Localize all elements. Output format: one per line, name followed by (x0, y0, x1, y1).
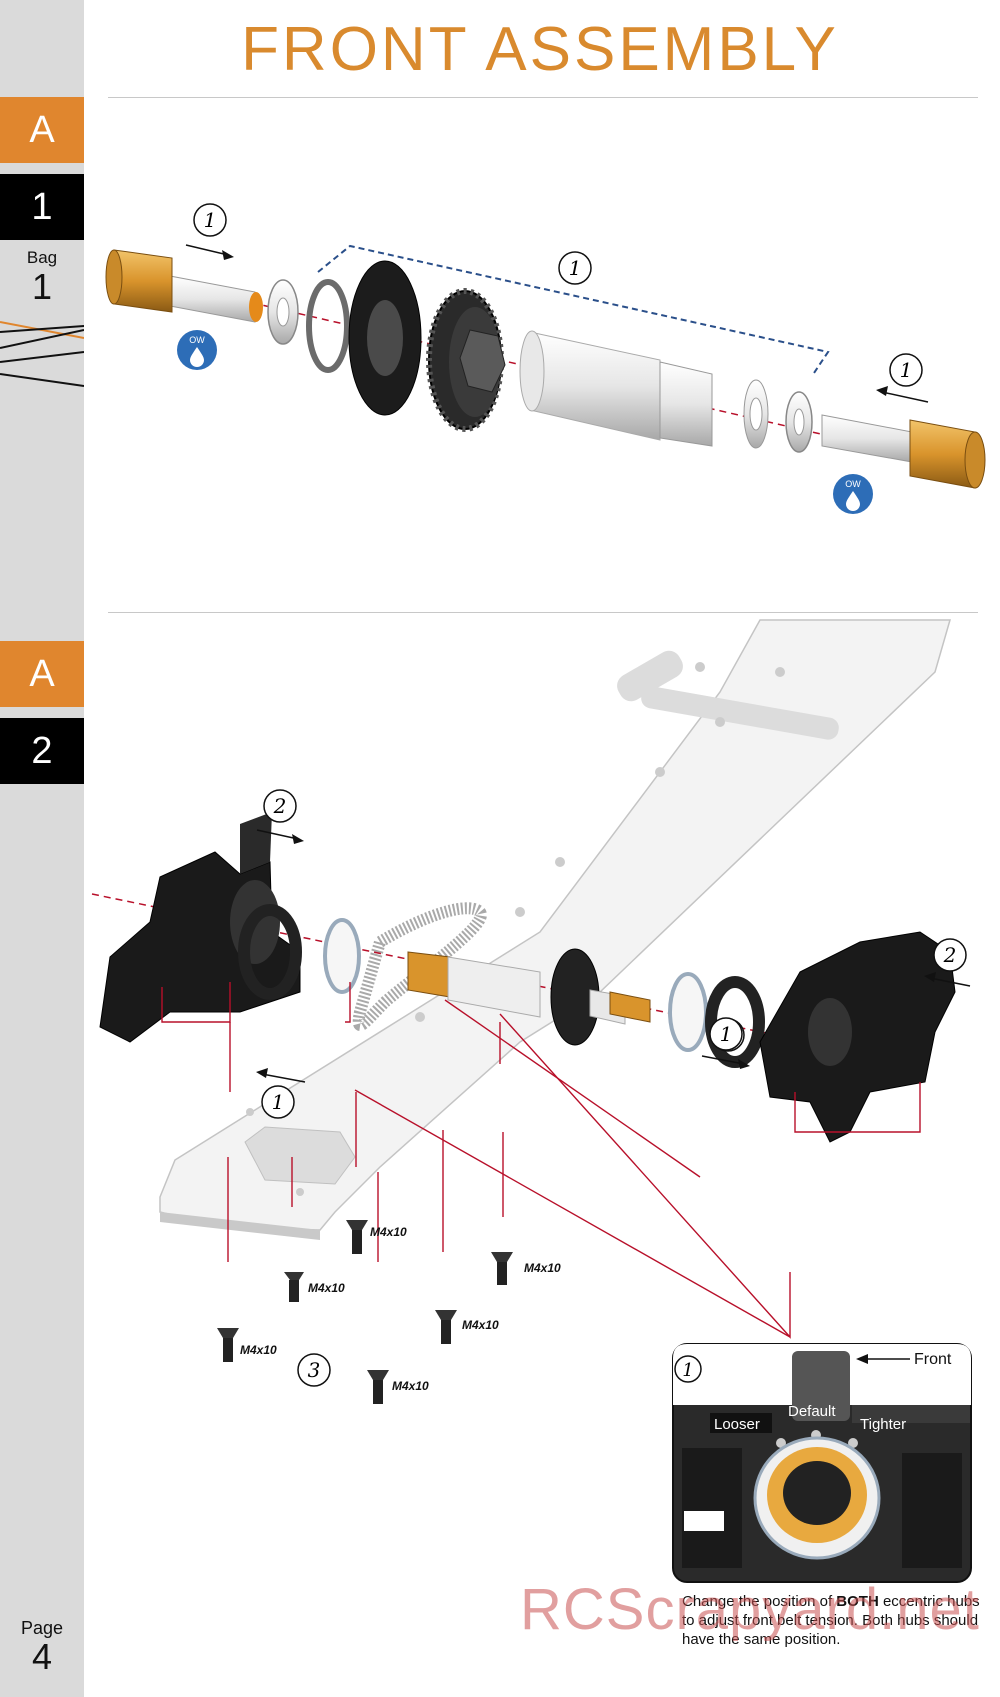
callout-right-block: 2 (924, 938, 971, 987)
front-pulley (426, 288, 506, 432)
screw-label: M4x10 (370, 1225, 407, 1239)
chassis-plate (159, 619, 951, 1240)
front-label: Front (914, 1351, 952, 1368)
left-bearing (323, 918, 361, 994)
screw-label: M4x10 (462, 1318, 499, 1332)
bag-number: 1 (31, 266, 53, 307)
svg-text:2: 2 (273, 794, 287, 818)
left-eccentric-hub (238, 904, 302, 1000)
svg-text:OW: OW (845, 479, 861, 489)
screw-label: M4x10 (524, 1261, 561, 1275)
oil-drop-icon: OW (177, 330, 217, 370)
screw-icon (435, 1310, 457, 1344)
assembly-guide-lines (161, 982, 921, 1339)
svg-text:1: 1 (569, 256, 582, 280)
bag-decor-lines (0, 321, 84, 387)
callout-left-tube: 1 (185, 203, 234, 260)
callout-right-hub-number: 1 (701, 1017, 750, 1069)
left-outdrive-cup (105, 249, 263, 323)
o-ring (306, 279, 350, 373)
watermark-text: RCScrapyard.net (520, 1577, 980, 1642)
section-divider (108, 612, 978, 613)
tighter-label: Tighter (860, 1416, 906, 1433)
inset-number: 1 (682, 1360, 693, 1381)
oil-drop-icon: OW (833, 474, 873, 514)
svg-text:1: 1 (272, 1090, 285, 1114)
screw-icon (491, 1252, 513, 1285)
inset-number-circle (674, 1355, 702, 1383)
svg-text:OW: OW (189, 335, 205, 345)
group-bracket (317, 244, 830, 377)
svg-text:1: 1 (204, 208, 217, 232)
svg-text:3: 3 (308, 1358, 321, 1382)
svg-text:1: 1 (720, 1022, 733, 1046)
screw-icon (217, 1328, 239, 1362)
step2-letter-badge: A (0, 641, 84, 707)
step1-number-badge: 1 (0, 174, 84, 240)
screw-icon (367, 1370, 389, 1404)
sidebar: A 1 Bag 1 A 2 Page 4 (0, 0, 84, 1697)
installed-differential (407, 948, 651, 1046)
page-number: 4 (31, 1636, 53, 1677)
step2-number-badge: 2 (0, 718, 84, 784)
step1-letter-badge: A (0, 97, 84, 163)
svg-text:2: 2 (943, 943, 957, 967)
page-label: Page (20, 1618, 64, 1638)
step2-chassis-diagram: M4x10 M4x10 M4x10 M4x10 M4x10 M4x10 2 2 … (91, 619, 971, 1404)
default-label: Default (788, 1403, 836, 1420)
looser-label: Looser (714, 1416, 760, 1433)
step1-exploded-diagram: 1 1 1 OW OW (105, 203, 986, 514)
screw-label: M4x10 (240, 1343, 277, 1357)
page-title: FRONT ASSEMBLY (241, 15, 839, 84)
callout-left-block: 2 (256, 789, 304, 844)
callout-screws: 3 (297, 1353, 331, 1387)
callout-right-tube: 1 (876, 353, 929, 403)
screw-icon (346, 1220, 368, 1254)
svg-text:1: 1 (900, 358, 913, 382)
right-outdrive-cup (821, 414, 986, 489)
differential-body (519, 330, 769, 449)
drive-belt (352, 902, 487, 1031)
title-divider (108, 97, 978, 98)
left-bulkhead (99, 812, 301, 1043)
screw-icon (284, 1272, 304, 1302)
screw-label: M4x10 (392, 1379, 429, 1393)
callout-center-group: 1 (558, 251, 592, 285)
right-bulkhead (759, 931, 956, 1143)
bag-label: Bag (26, 248, 58, 267)
eccentric-hub-inset: 1 Front Looser Default Tighter (672, 1343, 972, 1583)
screw-label: M4x10 (308, 1281, 345, 1295)
inset-caption: Change the position of BOTH eccentric hu… (682, 1593, 980, 1648)
callout-left-hub: 1 (256, 1068, 306, 1119)
